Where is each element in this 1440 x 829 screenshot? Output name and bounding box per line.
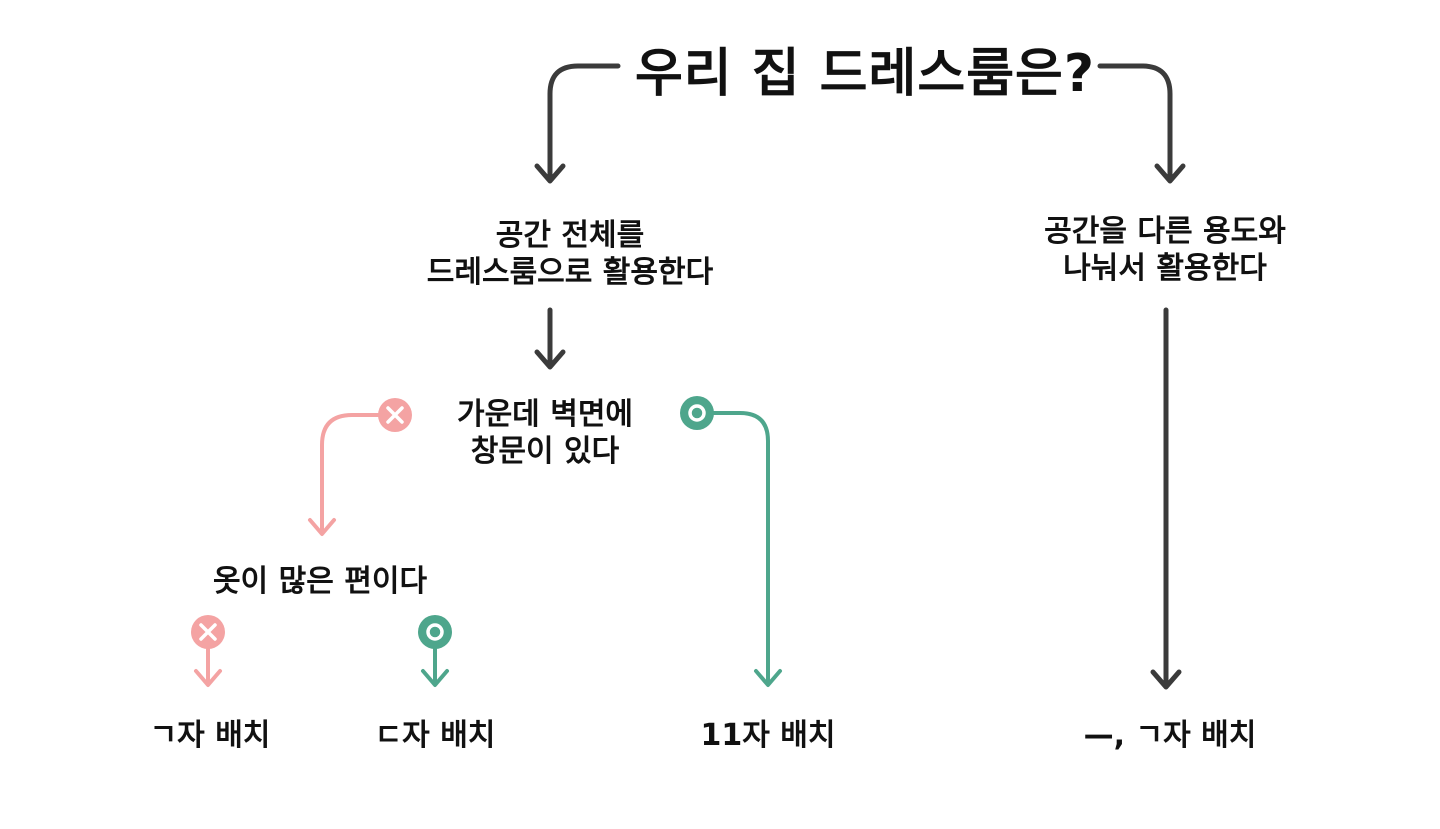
node-window-center-line2: 창문이 있다	[470, 433, 620, 469]
arrow-clothes-yes	[421, 646, 449, 687]
arrow-title-to-split	[1097, 63, 1186, 184]
leaf-eleven-layout: 11자 배치	[700, 718, 836, 753]
arrow-title-to-whole	[534, 63, 621, 184]
yes-marker-icon	[680, 396, 714, 430]
node-window-center: 가운데 벽면에 창문이 있다	[420, 397, 670, 470]
node-whole-space-line2: 드레스룸으로 활용한다	[426, 254, 714, 290]
node-split-space: 공간을 다른 용도와 나눠서 활용한다	[1000, 214, 1330, 287]
arrow-window-yes	[711, 411, 782, 687]
no-marker-icon	[191, 615, 225, 649]
leaf-giyeok-layout: ㄱ자 배치	[149, 718, 271, 753]
arrow-window-no	[308, 413, 380, 536]
diagram-title: 우리 집 드레스룸은?	[634, 44, 1096, 104]
node-split-space-line2: 나눠서 활용한다	[1063, 250, 1267, 286]
node-split-space-line1: 공간을 다른 용도와	[1044, 214, 1286, 249]
node-window-center-line1: 가운데 벽면에	[456, 397, 634, 432]
leaf-digeut-layout: ㄷ자 배치	[374, 718, 496, 753]
node-whole-space-line1: 공간 전체를	[495, 218, 645, 253]
no-marker-icon	[378, 398, 412, 432]
node-many-clothes: 옷이 많은 편이다	[212, 564, 428, 599]
node-whole-space: 공간 전체를 드레스룸으로 활용한다	[380, 218, 760, 291]
yes-marker-icon	[418, 615, 452, 649]
arrow-clothes-no	[194, 646, 222, 687]
leaf-dash-giyeok-layout: —, ㄱ자 배치	[1083, 718, 1257, 753]
arrow-split-to-dash	[1150, 307, 1182, 690]
arrow-whole-to-window	[534, 307, 566, 370]
